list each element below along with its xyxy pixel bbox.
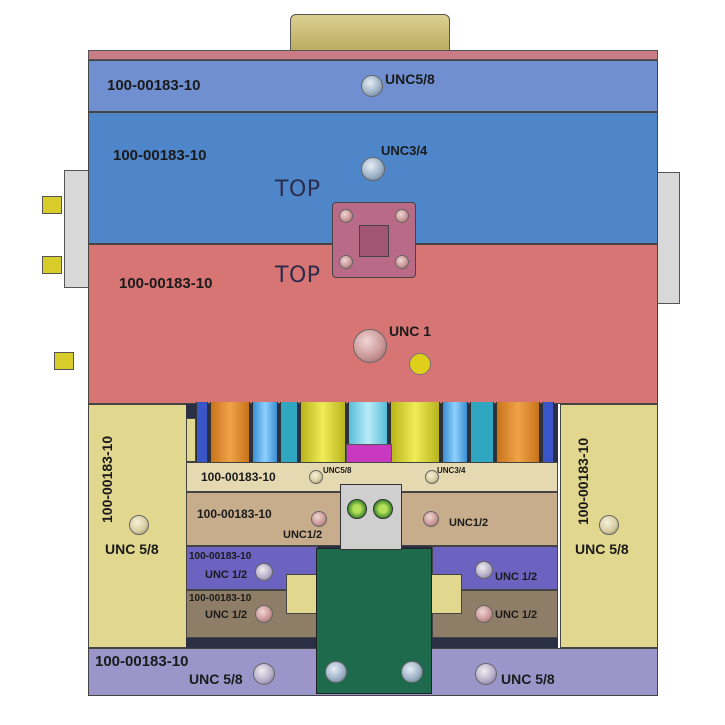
part-label: 100-00183-10 bbox=[189, 551, 252, 562]
rod bbox=[196, 402, 208, 462]
bolt-hole bbox=[129, 515, 149, 535]
screw-right bbox=[373, 499, 393, 519]
rod bbox=[300, 402, 346, 462]
center-top-block bbox=[340, 484, 402, 550]
screw-left bbox=[347, 499, 367, 519]
latch-slot bbox=[359, 225, 389, 257]
thread-label: UNC3/4 bbox=[437, 466, 466, 475]
thread-label: UNC3/4 bbox=[381, 143, 428, 158]
small-plate-left-2: 100-00183-10 UNC 1/2 bbox=[186, 590, 318, 638]
center-block bbox=[316, 548, 432, 694]
hydraulic-fitting-1 bbox=[42, 196, 62, 214]
thread-label: UNC 5/8 bbox=[575, 541, 629, 557]
bolt-hole bbox=[339, 255, 353, 269]
rod bbox=[542, 402, 554, 462]
thread-label: UNC 5/8 bbox=[189, 671, 243, 687]
bolt-hole bbox=[311, 511, 327, 527]
bolt-hole bbox=[475, 663, 497, 685]
bolt-hole bbox=[361, 157, 385, 181]
rod bbox=[252, 402, 278, 462]
right-cylinder bbox=[656, 172, 680, 304]
part-label: 100-00183-10 bbox=[201, 470, 276, 484]
bolt-hole bbox=[309, 470, 323, 484]
bolt-hole bbox=[425, 470, 439, 484]
thread-label: UNC 5/8 bbox=[501, 671, 555, 687]
part-label: 100-00183-10 bbox=[113, 147, 207, 164]
support-block-left: 100-00183-10 UNC 5/8 bbox=[88, 404, 186, 648]
bolt-hole bbox=[475, 561, 493, 579]
bolt-hole bbox=[395, 255, 409, 269]
bolt-hole bbox=[255, 605, 273, 623]
bolt-hole bbox=[255, 563, 273, 581]
part-label-vertical: 100-00183-10 bbox=[575, 437, 591, 525]
part-label: 100-00183-10 bbox=[119, 275, 213, 292]
rod bbox=[280, 402, 298, 462]
part-label: 100-00183-10 bbox=[189, 593, 252, 604]
thread-label: UNC5/8 bbox=[323, 466, 352, 475]
hydraulic-fitting-2 bbox=[42, 256, 62, 274]
thread-label: UNC 1/2 bbox=[205, 569, 248, 581]
bolt-hole bbox=[423, 511, 439, 527]
thread-label: UNC 1 bbox=[389, 323, 432, 339]
bolt-hole bbox=[353, 329, 387, 363]
bolt-hole bbox=[475, 605, 493, 623]
part-label-vertical: 100-00183-10 bbox=[99, 435, 115, 523]
rod bbox=[442, 402, 468, 462]
top-marking: TOP bbox=[275, 263, 321, 288]
sprue-bushing bbox=[290, 14, 450, 56]
bolt-hole bbox=[325, 661, 347, 683]
top-strip bbox=[88, 50, 658, 60]
bolt-hole bbox=[361, 75, 383, 97]
rod bbox=[496, 402, 540, 462]
left-cylinder bbox=[64, 170, 90, 288]
bolt-hole bbox=[339, 209, 353, 223]
thread-label: UNC 1/2 bbox=[495, 609, 538, 621]
rod bbox=[210, 402, 250, 462]
small-plate-right-2: UNC 1/2 bbox=[432, 590, 558, 638]
part-label: 100-00183-10 bbox=[107, 77, 201, 94]
rod bbox=[390, 402, 440, 462]
top-marking: TOP bbox=[275, 177, 321, 202]
bolt-hole bbox=[395, 209, 409, 223]
guide-tab-left bbox=[286, 574, 320, 614]
thread-label: UNC 1/2 bbox=[495, 571, 538, 583]
part-label: 100-00183-10 bbox=[95, 653, 189, 670]
thread-label: UNC5/8 bbox=[385, 71, 435, 87]
bolt-hole bbox=[599, 515, 619, 535]
hydraulic-fitting-3 bbox=[54, 352, 74, 370]
rod bbox=[470, 402, 494, 462]
thread-label: UNC 1/2 bbox=[205, 609, 248, 621]
sprue-puller bbox=[346, 444, 392, 464]
latch-block bbox=[332, 202, 416, 278]
bolt-hole bbox=[253, 663, 275, 685]
thread-label: UNC 5/8 bbox=[105, 541, 159, 557]
yellow-pin bbox=[409, 353, 431, 375]
top-clamp-plate: 100-00183-10 UNC5/8 bbox=[88, 60, 658, 112]
support-notch-left bbox=[186, 418, 196, 462]
thread-label: UNC1/2 bbox=[449, 517, 489, 529]
bolt-hole bbox=[401, 661, 423, 683]
support-block-right: 100-00183-10 UNC 5/8 bbox=[560, 404, 658, 648]
thread-label: UNC1/2 bbox=[283, 529, 323, 541]
guide-tab-right bbox=[428, 574, 462, 614]
part-label: 100-00183-10 bbox=[197, 507, 272, 521]
